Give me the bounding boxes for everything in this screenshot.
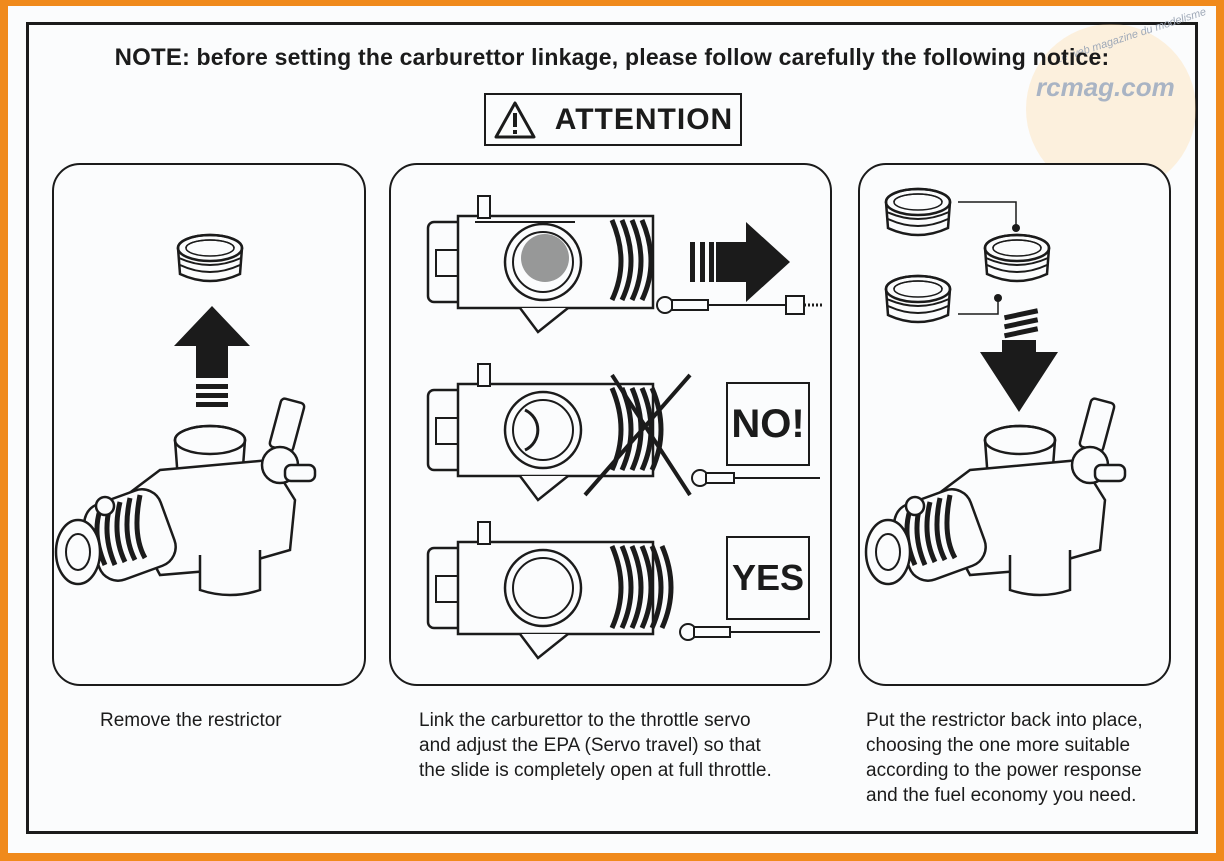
up-arrow-icon: [174, 306, 250, 378]
caption-line: Put the restrictor back into place,: [866, 710, 1143, 731]
cross-mark-icon: [610, 373, 692, 497]
no-badge: NO!: [726, 382, 810, 466]
caption-line: choosing the one more suitable: [866, 735, 1131, 756]
restrictor-option-3-icon: [884, 274, 952, 324]
watermark-text: rcmag.com: [1036, 72, 1175, 102]
caption-line: Remove the restrictor: [100, 710, 282, 731]
attention-box: ATTENTION: [484, 93, 742, 146]
note-heading: NOTE: before setting the carburettor lin…: [0, 44, 1224, 72]
caption-line: and adjust the EPA (Servo travel) so tha…: [419, 735, 761, 756]
restrictor-option-2-icon: [983, 233, 1051, 283]
carburettor-illustration-refit: [866, 398, 1125, 595]
restrictor-ring-icon: [176, 233, 244, 283]
caption-line: the slide is completely open at full thr…: [419, 760, 772, 781]
caption-line: according to the power response: [866, 760, 1142, 781]
caption-line: Link the carburettor to the throttle ser…: [419, 710, 751, 731]
note-text: : before setting the carburettor linkage…: [182, 44, 1110, 70]
restrictor-option-1-icon: [884, 187, 952, 237]
carburettor-illustration: [56, 398, 315, 595]
yes-badge: YES: [726, 536, 810, 620]
down-arrow-icon: [980, 340, 1058, 412]
sheet-frame: [26, 22, 1198, 834]
right-arrow-icon: [716, 222, 790, 302]
caption-line: and the fuel economy you need.: [866, 785, 1137, 806]
caption-link-carburettor: Link the carburettor to the throttle ser…: [419, 708, 772, 783]
caption-replace-restrictor: Put the restrictor back into place, choo…: [866, 708, 1143, 808]
attention-label: ATTENTION: [554, 102, 734, 136]
caption-remove-restrictor: Remove the restrictor: [100, 708, 282, 733]
note-label: NOTE: [114, 44, 183, 71]
warning-triangle-icon: [494, 101, 536, 138]
